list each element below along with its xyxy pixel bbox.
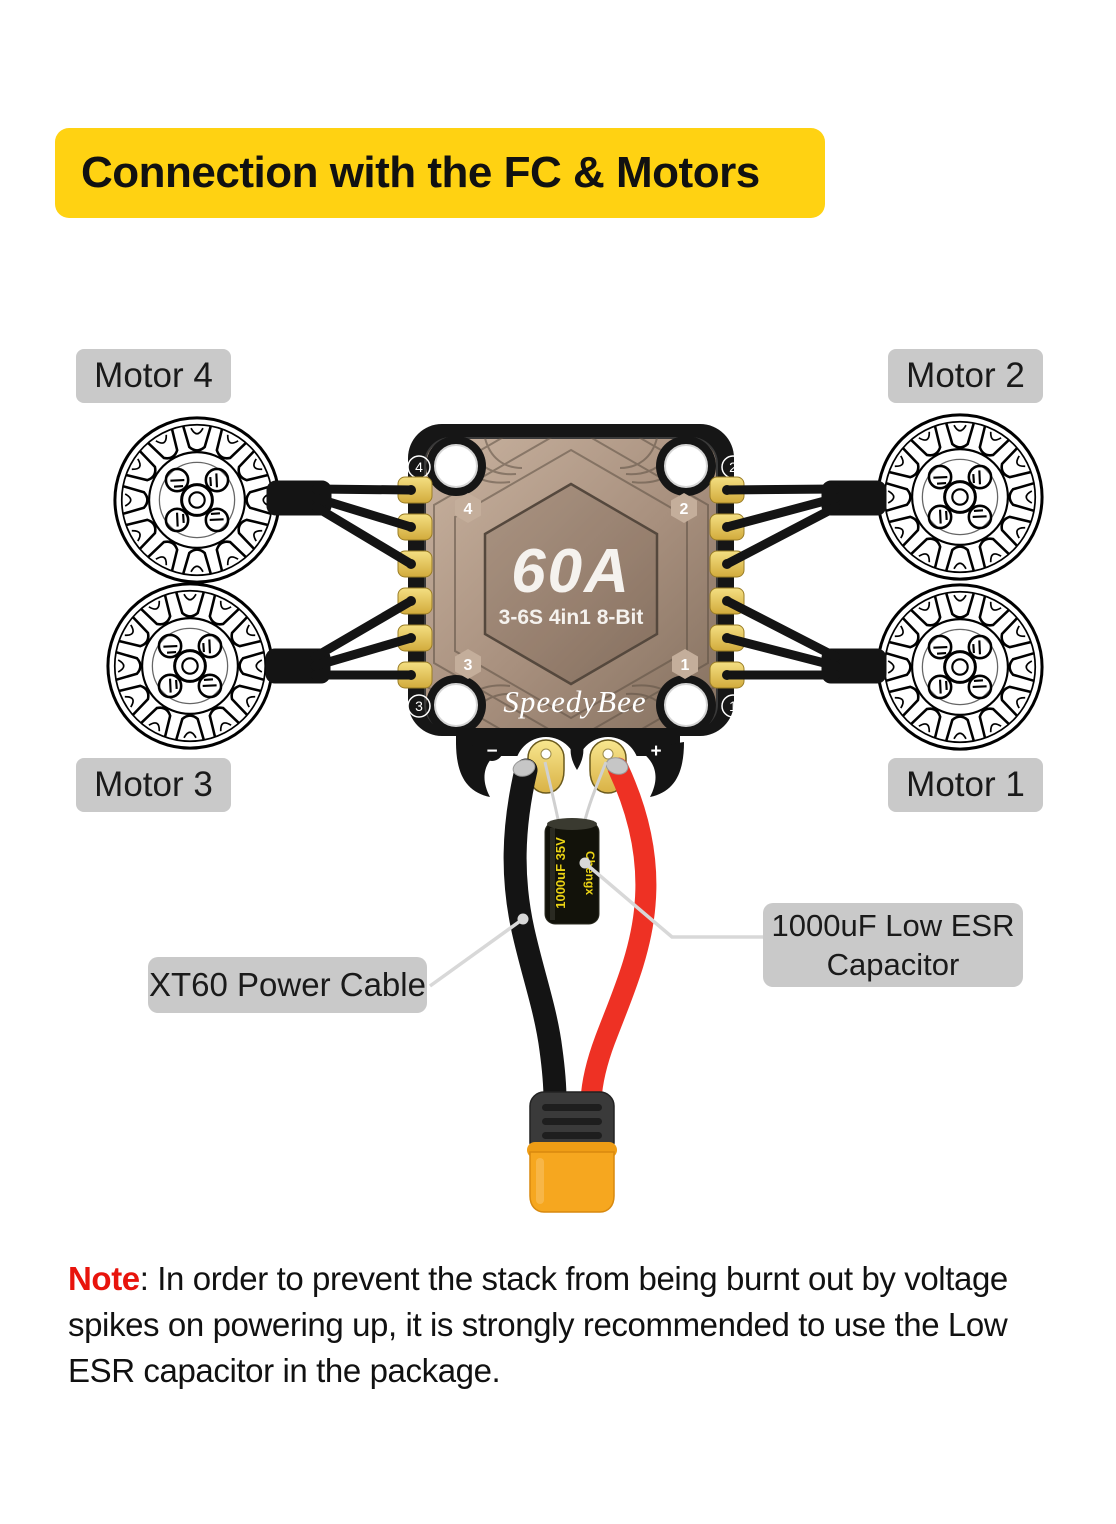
motor-3-drawing: [106, 582, 274, 750]
motor-1-drawing: [876, 583, 1044, 751]
black-power-wire: [503, 758, 567, 1112]
badge-number-2: 2: [680, 501, 689, 518]
page-title: Connection with the FC & Motors: [81, 148, 760, 197]
capacitor-callout-line2: Capacitor: [826, 947, 960, 982]
badge-number-3: 3: [464, 657, 473, 674]
plus-icon: +: [650, 741, 661, 762]
title-banner: Connection with the FC & Motors: [55, 128, 825, 218]
note-body: : In order to prevent the stack from bei…: [68, 1260, 1008, 1389]
esc-board: 4 2 3 1 4 2 3 1 60A 3-6S 4in1 8-: [407, 424, 745, 736]
motor-3-label: Motor 3: [76, 758, 231, 812]
capacitor-marking: 1000uF 35V: [553, 837, 568, 909]
mounting-holes: [426, 436, 716, 735]
badge-number-4: 4: [464, 501, 473, 518]
xt60-cable-callout: XT60 Power Cable: [148, 957, 427, 1013]
esc-spec: 3-6S 4in1 8-Bit: [499, 606, 644, 629]
callout-lines: [428, 857, 763, 988]
motor-4-drawing: [113, 416, 281, 584]
xt60-cable-callout-text: XT60 Power Cable: [149, 966, 426, 1003]
note-paragraph: Note: In order to prevent the stack from…: [68, 1256, 1108, 1394]
motor-3-label-text: Motor 3: [94, 765, 213, 804]
corner-number-2: 2: [729, 459, 737, 475]
low-esr-capacitor: 1000uF 35V Chengx: [543, 761, 608, 925]
xt60-connector: [527, 1091, 617, 1213]
power-pad-section: − +: [456, 728, 684, 799]
note-label: Note: [68, 1260, 140, 1297]
motor-2-drawing: [876, 413, 1044, 581]
capacitor-callout-line1: 1000uF Low ESR: [771, 908, 1015, 943]
corner-number-1: 1: [729, 698, 737, 714]
esc-badge-numbers: 4 2 3 1: [455, 493, 698, 679]
motor-2-label: Motor 2: [888, 349, 1043, 403]
black-wire-solder-tip: [512, 759, 536, 777]
motor-4-label: Motor 4: [76, 349, 231, 403]
red-power-wire: [580, 757, 657, 1111]
motor-wires: [265, 480, 887, 684]
motor-1-label-text: Motor 1: [906, 765, 1025, 804]
center-ornament: [570, 736, 584, 770]
esc-brand: SpeedyBee: [503, 684, 646, 719]
badge-number-1: 1: [681, 657, 690, 674]
motor-2-label-text: Motor 2: [906, 356, 1025, 395]
motor-4-label-text: Motor 4: [94, 356, 213, 395]
capacitor-callout: 1000uF Low ESR Capacitor: [763, 903, 1023, 987]
motor-1-label: Motor 1: [888, 758, 1043, 812]
minus-icon: −: [486, 741, 497, 762]
corner-number-4: 4: [415, 459, 423, 475]
esc-amp-rating: 60A: [511, 537, 631, 606]
corner-number-3: 3: [415, 698, 423, 714]
